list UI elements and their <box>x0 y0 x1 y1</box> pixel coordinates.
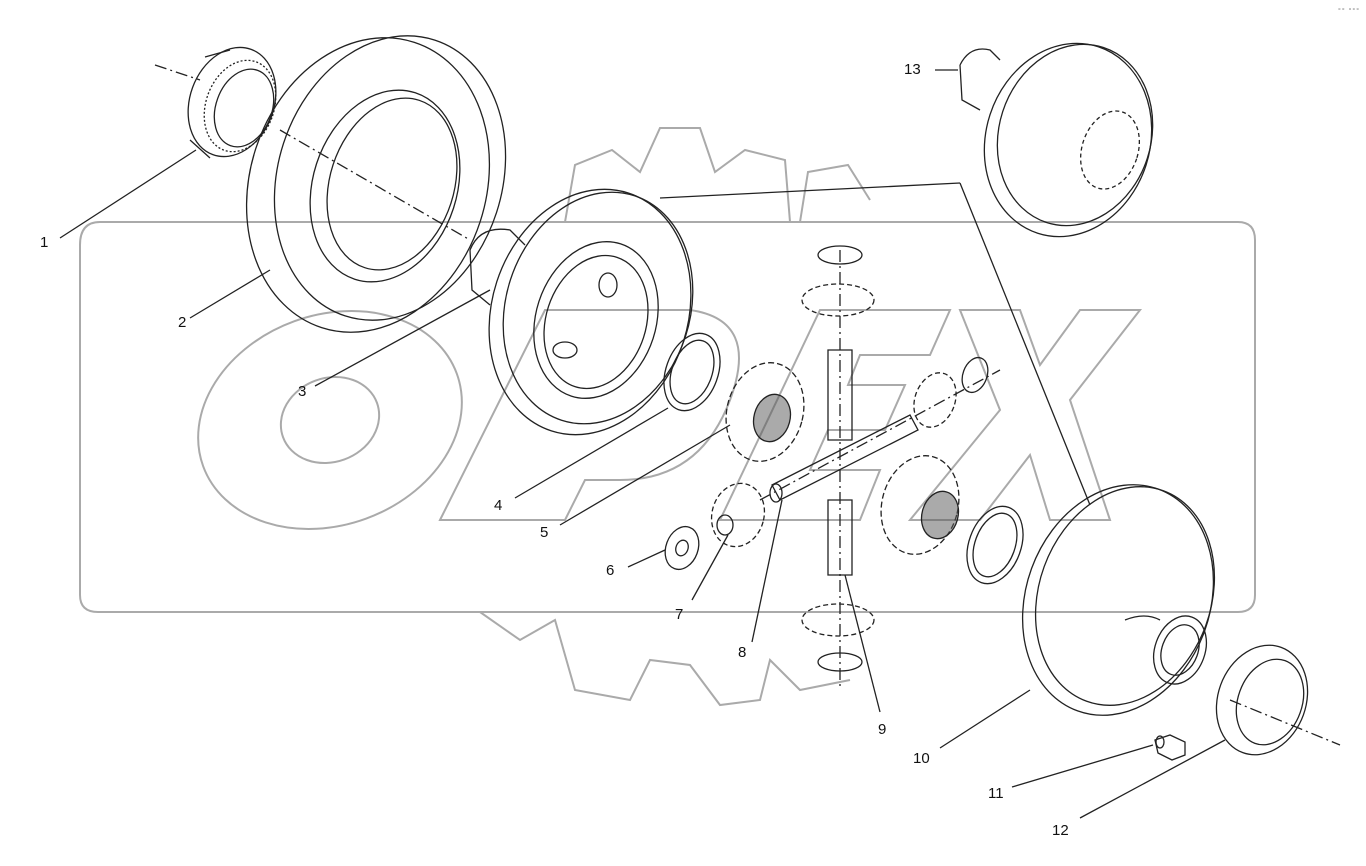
watermark-gear <box>79 127 1256 707</box>
callout-3: 3 <box>298 383 307 400</box>
callout-11: 11 <box>988 785 1004 802</box>
callout-6: 6 <box>606 562 615 579</box>
corner-mark: °° °°° <box>1338 8 1360 15</box>
callout-10: 10 <box>913 750 930 767</box>
part-1-bearing <box>187 46 277 159</box>
leader-lines <box>59 69 1226 819</box>
callout-2: 2 <box>178 314 187 331</box>
callout-9: 9 <box>878 721 887 738</box>
part-2-ring-gear <box>245 35 507 333</box>
part-11-bolt <box>1154 734 1186 761</box>
part-7-pinion-gear <box>710 482 766 548</box>
callout-12: 12 <box>1052 822 1069 839</box>
part-10-cover <box>1021 484 1216 716</box>
callout-1: 1 <box>40 234 49 251</box>
callout-5: 5 <box>540 524 549 541</box>
part-9-pinion-shaft <box>801 245 1024 672</box>
watermark-letters <box>197 309 1143 530</box>
part-3-housing <box>469 188 694 436</box>
part-4-washer <box>663 332 721 412</box>
part-5-side-gear <box>725 362 805 462</box>
part-drawings <box>59 35 1341 819</box>
callout-7: 7 <box>675 606 684 623</box>
part-8-cross-shaft <box>769 414 919 503</box>
part-12-bearing <box>1215 644 1309 756</box>
part-6-thrust-washer <box>664 525 700 571</box>
callout-4: 4 <box>494 497 503 514</box>
callout-8: 8 <box>738 644 747 661</box>
callout-13: 13 <box>904 61 921 78</box>
